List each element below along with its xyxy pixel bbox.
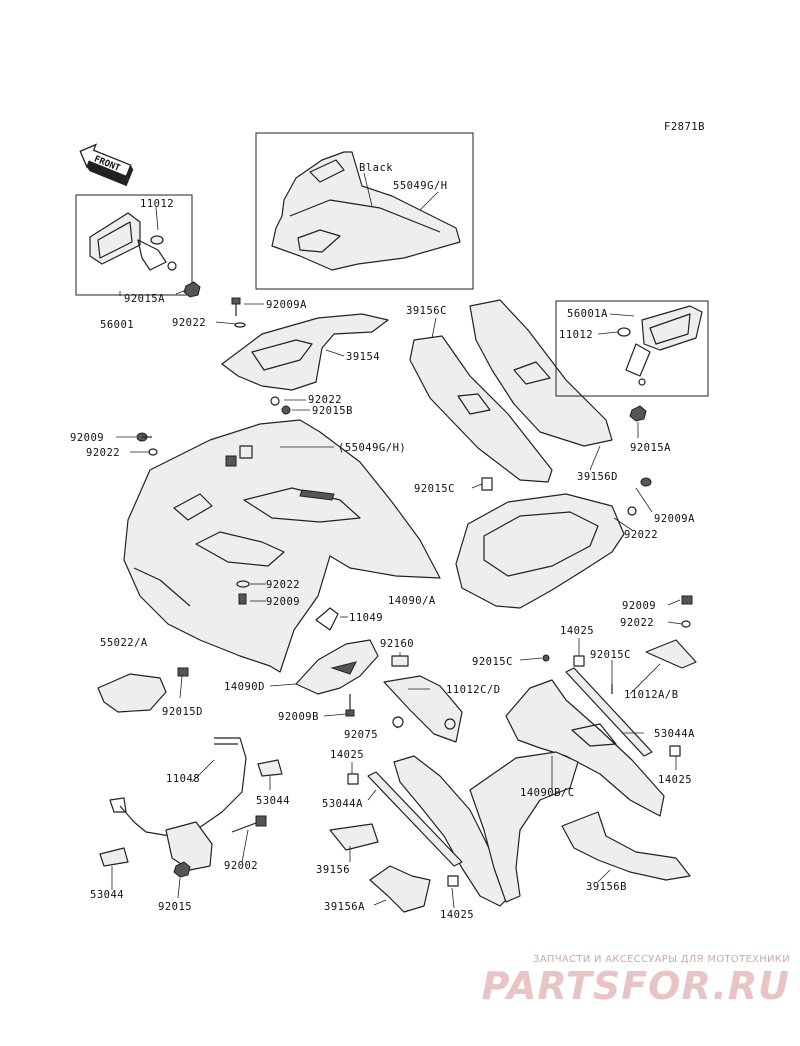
part-label: 92075 [344, 729, 378, 741]
part-label: 39156 [316, 864, 350, 876]
grommet-icon [347, 773, 459, 887]
upper-fairing-14090 [123, 419, 441, 673]
pad-39156B [561, 811, 691, 881]
part-label: 55022/A [100, 637, 148, 649]
part-label: 92015C [414, 483, 455, 495]
part-label: 11012A/B [624, 689, 679, 701]
part-label: 11012 [140, 198, 174, 210]
part-label: 92015 [158, 901, 192, 913]
watermark-logo: PARTSFOR.RU [481, 964, 790, 1008]
part-label: 92015B [312, 405, 353, 417]
part-label: 39156D [577, 471, 618, 483]
grommet-icon [669, 745, 681, 757]
nut-icon [173, 861, 191, 878]
part-label: 53044A [654, 728, 695, 740]
part-label: 14090D [224, 681, 265, 693]
part-label: 14025 [330, 749, 364, 761]
bolt-icon [231, 297, 246, 328]
part-label: 14090/A [388, 595, 436, 607]
part-label: 92022 [86, 447, 120, 459]
part-label: 92015A [124, 293, 165, 305]
part-label: 92022 [620, 617, 654, 629]
figure-code: F2871B [664, 121, 705, 133]
part-label: 53044A [322, 798, 363, 810]
part-label: (55049G/H) [338, 442, 406, 454]
part-labels: 11012 92015A 56001 Black 55049G/H 92009A… [70, 162, 695, 921]
windshield [271, 151, 461, 271]
part-label: 39156C [406, 305, 447, 317]
mirror-right [617, 305, 703, 386]
part-label: 92009A [266, 299, 307, 311]
part-label: 92160 [380, 638, 414, 650]
lower-fairing-center [393, 751, 579, 907]
part-label: Black [359, 162, 393, 174]
part-label: 39154 [346, 351, 380, 363]
part-label: 39156A [324, 901, 365, 913]
meter-panel-14090A [455, 493, 625, 609]
part-label: 14025 [560, 625, 594, 637]
part-label: 14025 [440, 909, 474, 921]
part-label: 14025 [658, 774, 692, 786]
part-label: 92015C [590, 649, 631, 661]
mirror-left-box [75, 194, 193, 296]
bolt-icon [345, 694, 355, 717]
part-label: 92015A [630, 442, 671, 454]
bracket-11012AB [645, 639, 697, 669]
part-label: 11049 [349, 612, 383, 624]
part-label: 39156B [586, 881, 627, 893]
clip-53044-top [257, 759, 283, 777]
grommet-icon [392, 654, 613, 728]
part-label: 11012 [559, 329, 593, 341]
trim-53044A-right [565, 667, 653, 757]
part-label: 92022 [308, 394, 342, 406]
nut-icon [629, 405, 647, 422]
inner-panel-39156D [469, 299, 613, 447]
mirror-left [89, 212, 177, 271]
watermark-tagline: ЗАПЧАСТИ И АКСЕССУАРЫ ДЛЯ МОТОТЕХНИКИ [533, 954, 790, 965]
trim-53044A-left [367, 771, 463, 867]
part-label: 92022 [266, 579, 300, 591]
cover-plate-55022A [97, 667, 189, 713]
bracket-11012CD [383, 675, 463, 743]
mirror-right-box [555, 300, 709, 397]
part-label: 92009B [278, 711, 319, 723]
inner-panel-39156C [409, 335, 553, 483]
clip-92160 [391, 655, 409, 667]
part-label: 92002 [224, 860, 258, 872]
part-label: 55049G/H [393, 180, 448, 192]
leader-lines [111, 172, 683, 909]
part-label: 56001 [100, 319, 134, 331]
side-cover-39154 [221, 313, 389, 391]
part-label: 92022 [172, 317, 206, 329]
inner-cover-14090D [295, 639, 379, 695]
part-label: 11048 [166, 773, 200, 785]
part-label: 92009 [266, 596, 300, 608]
clip-53044-bottom [99, 847, 129, 867]
grommet-icon [270, 396, 291, 415]
part-label: 92015C [472, 656, 513, 668]
bracket-11049 [315, 607, 339, 631]
bolt-icon [136, 432, 250, 605]
part-label: 92009A [654, 513, 695, 525]
windshield-box [255, 132, 474, 290]
part-label: 92015D [162, 706, 203, 718]
pad-39156 [329, 823, 379, 851]
part-label: 92009 [622, 600, 656, 612]
part-label: 92009 [70, 432, 104, 444]
lower-fairing-14090BC [505, 679, 665, 817]
front-arrow-icon: FRONT [79, 143, 134, 187]
part-label: 56001A [567, 308, 608, 320]
pad-39156A [369, 865, 431, 913]
stay-11048 [109, 737, 267, 871]
part-label: 53044 [90, 889, 124, 901]
part-label: 14090B/C [520, 787, 575, 799]
bolt-icon [681, 595, 693, 628]
nut-icon [183, 281, 201, 298]
part-label: 53044 [256, 795, 290, 807]
part-label: 92022 [624, 529, 658, 541]
part-label: 11012C/D [446, 684, 501, 696]
